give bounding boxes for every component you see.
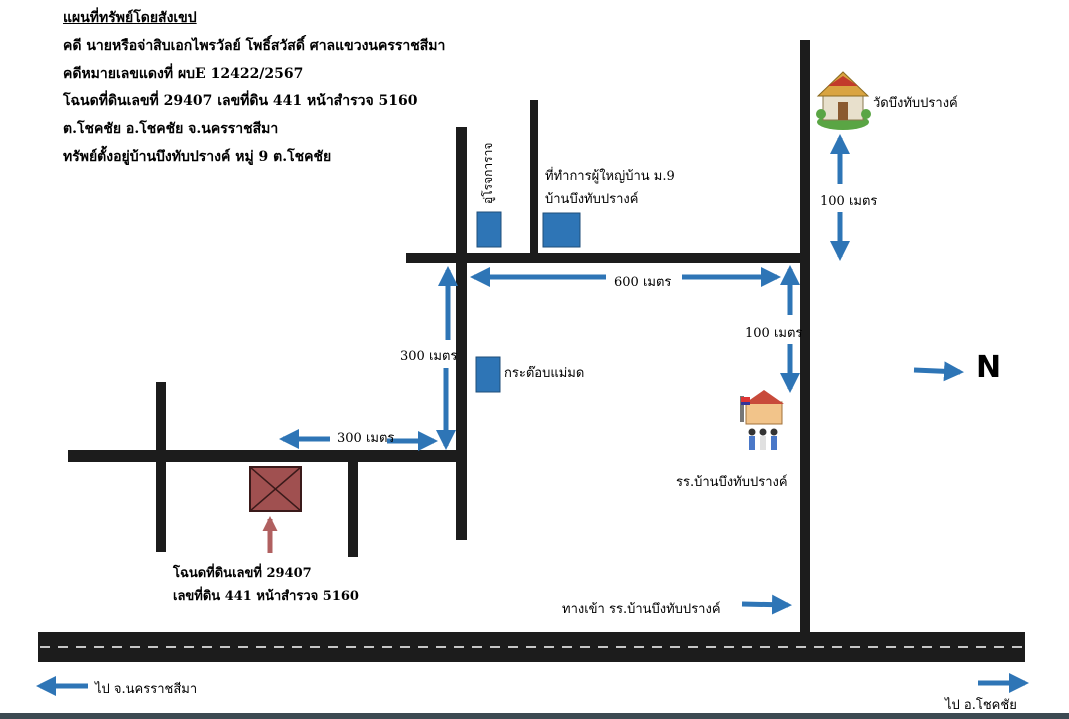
case-line: คดี นายหรือจ่าสิบเอกไพรวัลย์ โพธิ์สวัสดิ… (63, 38, 446, 54)
east-road-distance-label: 600 เมตร (614, 275, 672, 290)
north-road-distance-label: 300 เมตร (400, 349, 458, 364)
roads (38, 40, 1025, 662)
address-line: ทรัพย์ตั้งอยู่บ้านบึงทับปรางค์ หมู่ 9 ต.… (63, 149, 332, 165)
location-line: ต.โชคชัย อ.โชคชัย จ.นครราชสีมา (63, 121, 279, 137)
road-office-spur (530, 100, 538, 257)
school-distance-label: 100 เมตร (745, 326, 803, 341)
property-label-2: เลขที่ดิน 441 หน้าสำรวจ 5160 (173, 589, 359, 604)
garage-building (476, 211, 502, 248)
school-icon (740, 390, 784, 450)
buildings (475, 211, 581, 393)
road-small-branch (348, 460, 358, 557)
garage-label: อู่โรจการาจ (481, 142, 495, 204)
village-office-label-2: บ้านบึงทับปรางค์ (545, 192, 639, 207)
road-west-horizontal (68, 450, 466, 462)
property-marker (249, 466, 302, 553)
village-office-label-1: ที่ทำการผู้ใหญ่บ้าน ม.9 (545, 169, 675, 184)
school-entrance-label: ทางเข้า รร.บ้านบึงทับปรางค์ (562, 602, 721, 617)
shop-building (475, 356, 501, 393)
west-road-distance-label: 300 เมตร (337, 431, 395, 446)
school-entrance-arrow (741, 594, 792, 615)
road-north-horizontal (406, 253, 810, 263)
road-east-vertical (800, 40, 810, 638)
north-indicator: N (976, 350, 1002, 385)
north-arrow (913, 361, 964, 382)
to-chokchai-label: ไป อ.โชคชัย (945, 698, 1017, 713)
temple-label: วัดบึงทับปรางค์ (873, 96, 958, 111)
road-middle-vertical (456, 127, 467, 540)
temple-distance-label: 100 เมตร (820, 194, 878, 209)
distance-arrows (36, 134, 1029, 696)
deed-line: โฉนดที่ดินเลขที่ 29407 เลขที่ดิน 441 หน้… (63, 93, 418, 109)
village-office-building (542, 212, 581, 248)
shop-label: กระต๊อบแม่มด (504, 366, 585, 381)
temple-icon (816, 71, 871, 130)
road-west-branch (156, 382, 166, 552)
scan-edge (0, 713, 1069, 719)
map-title: แผนที่ทรัพย์โดยสังเขป (63, 10, 197, 26)
case-number-line: คดีหมายเลขแดงที่ ผบE 12422/2567 (63, 66, 304, 82)
property-label-1: โฉนดที่ดินเลขที่ 29407 (173, 566, 312, 581)
school-label: รร.บ้านบึงทับปรางค์ (676, 475, 788, 490)
to-nakhon-label: ไป จ.นครราชสีมา (95, 682, 198, 697)
